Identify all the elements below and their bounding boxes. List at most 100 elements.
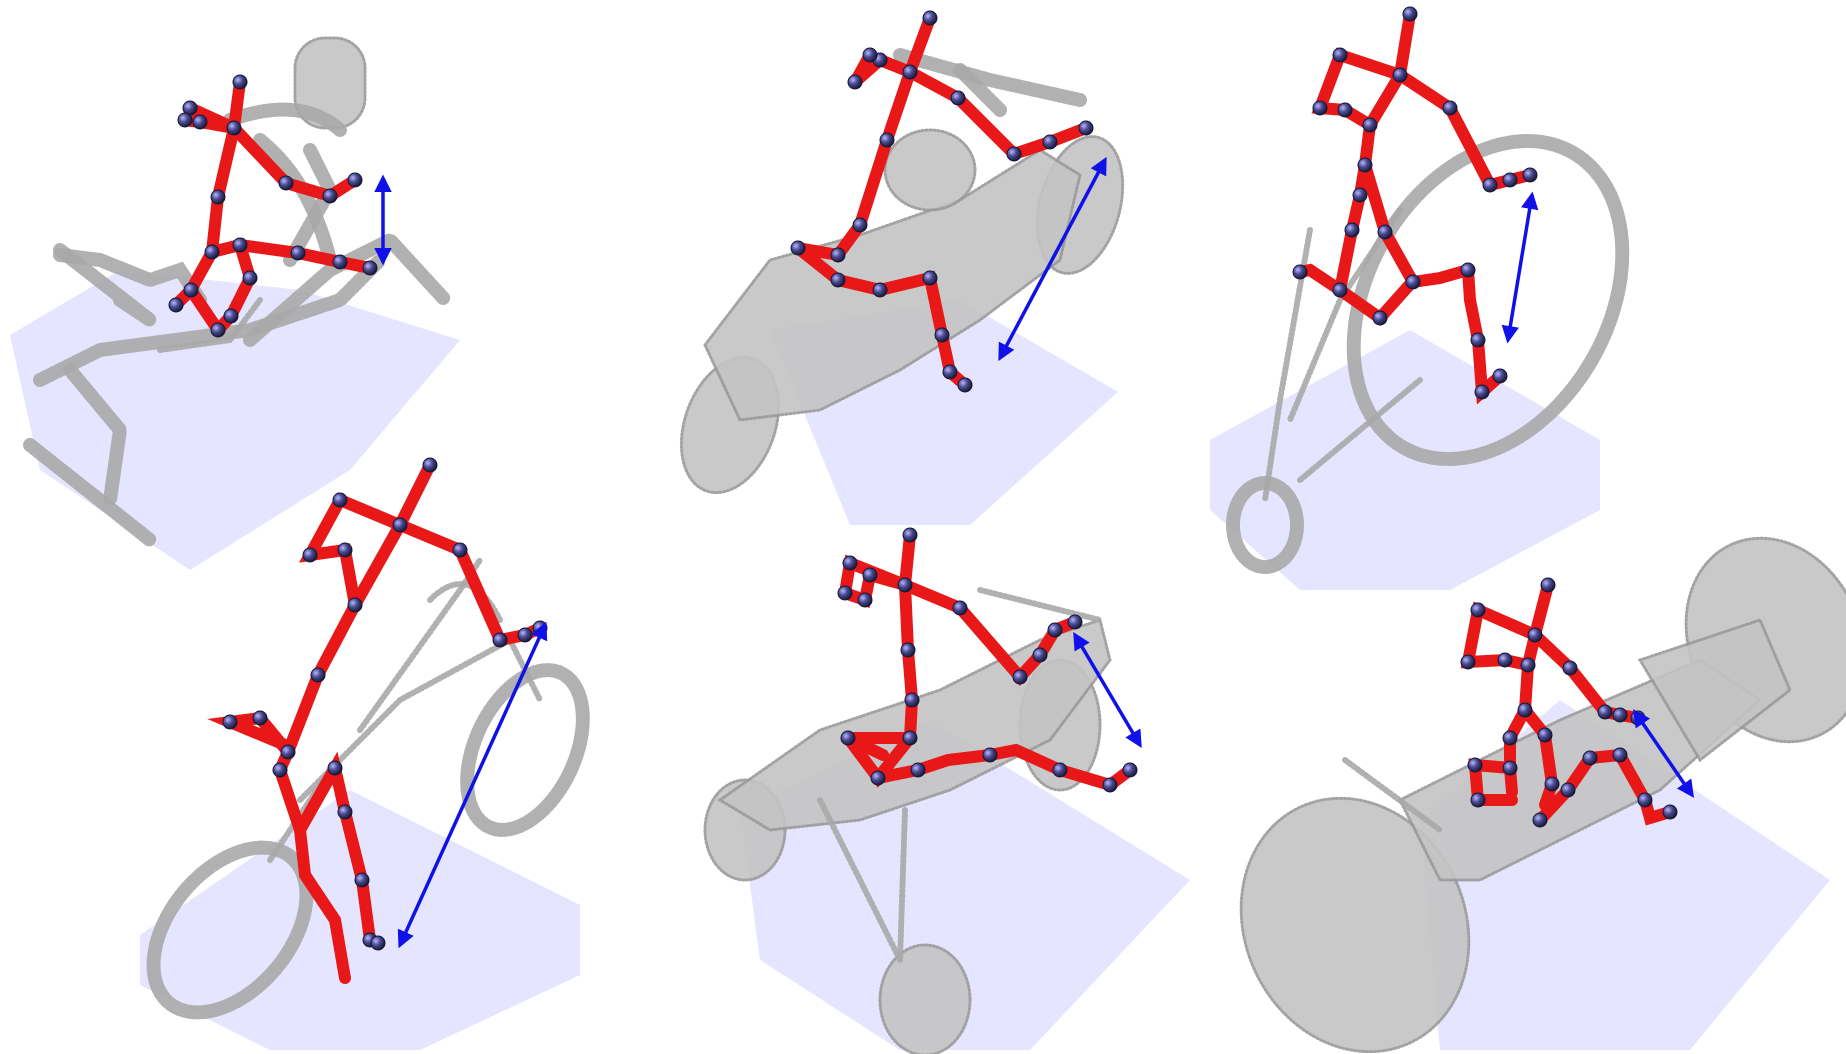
joint-marker <box>517 627 533 643</box>
reach-arrow <box>1501 191 1539 344</box>
joint-marker <box>837 585 853 601</box>
joint-marker <box>1527 627 1543 643</box>
skeleton-bone <box>1504 704 1531 798</box>
joint-marker <box>290 245 306 261</box>
joint-marker <box>982 747 998 763</box>
joint-marker <box>1474 384 1490 400</box>
joint-marker <box>934 327 950 343</box>
joint-marker <box>1402 6 1418 22</box>
joint-marker <box>830 272 846 288</box>
skeleton-bone <box>394 519 546 647</box>
panel-6 <box>1239 536 1846 1054</box>
joint-marker <box>332 254 348 270</box>
skeleton-bone <box>1394 69 1536 192</box>
joint-marker <box>1460 654 1476 670</box>
joint-marker <box>1470 332 1486 348</box>
joint-marker <box>1122 762 1138 778</box>
joint-marker <box>1540 577 1556 593</box>
joint-marker <box>1362 117 1378 133</box>
joint-marker <box>337 804 353 820</box>
joint-marker <box>492 632 508 648</box>
joint-marker <box>1522 167 1538 183</box>
joint-marker <box>252 710 268 726</box>
joint-marker <box>1612 747 1628 763</box>
panel-5 <box>703 527 1190 1054</box>
joint-marker <box>332 492 348 508</box>
joint-marker <box>1344 222 1360 238</box>
panel-4 <box>140 457 590 1050</box>
skeleton-bone <box>843 732 916 788</box>
joint-marker <box>1332 47 1348 63</box>
joint-marker <box>1502 172 1518 188</box>
reach-arrow <box>1633 709 1694 798</box>
joint-marker <box>1042 134 1058 150</box>
joint-marker <box>272 762 288 778</box>
joint-marker <box>392 517 408 533</box>
floor-plane <box>1210 330 1600 590</box>
joint-marker <box>322 188 338 204</box>
panel-2 <box>679 10 1125 525</box>
joint-marker <box>422 457 438 473</box>
joint-marker <box>223 308 239 324</box>
joint-marker <box>362 260 378 276</box>
joint-marker <box>1312 100 1328 116</box>
joint-marker <box>1482 177 1498 193</box>
joint-marker <box>302 547 318 563</box>
joint-marker <box>870 770 886 786</box>
skeleton-bone <box>184 102 336 202</box>
joint-marker <box>1012 669 1028 685</box>
joint-marker <box>1470 792 1486 808</box>
joint-marker <box>1637 792 1653 808</box>
joint-marker <box>210 189 226 205</box>
joint-marker <box>222 714 238 730</box>
joint-marker <box>232 74 248 90</box>
joint-marker <box>862 47 878 63</box>
joint-marker <box>310 667 326 683</box>
skeleton-bone <box>1359 159 1474 289</box>
joint-marker <box>942 364 958 380</box>
joint-marker <box>852 217 868 233</box>
joint-marker <box>183 282 199 298</box>
panel-1 <box>10 36 460 570</box>
joint-marker <box>897 577 913 593</box>
joint-marker <box>1612 707 1628 723</box>
skeleton-bone <box>274 764 351 984</box>
joint-marker <box>1357 157 1373 173</box>
joint-marker <box>1597 704 1613 720</box>
joint-marker <box>1102 777 1118 793</box>
joint-marker <box>1392 67 1408 83</box>
joint-marker <box>1032 647 1048 663</box>
joint-marker <box>1460 262 1476 278</box>
joints <box>837 527 1138 793</box>
joint-marker <box>842 555 858 571</box>
skeleton-bone <box>849 49 916 87</box>
joint-marker <box>1582 750 1598 766</box>
joint-marker <box>1502 760 1518 776</box>
joint-marker <box>347 597 363 613</box>
joint-marker <box>902 64 918 80</box>
joint-marker <box>910 762 926 778</box>
joint-marker <box>1502 730 1518 746</box>
joint-marker <box>370 935 386 951</box>
reach-arrow <box>998 156 1107 362</box>
joint-marker <box>1517 702 1533 718</box>
joint-marker <box>1405 274 1421 290</box>
joint-marker <box>1470 602 1486 618</box>
joint-marker <box>879 132 895 148</box>
skeleton-bone <box>207 711 294 758</box>
joint-marker <box>232 237 248 253</box>
joints <box>168 74 378 338</box>
joint-marker <box>952 600 968 616</box>
joint-marker <box>862 567 878 583</box>
joint-marker <box>922 10 938 26</box>
joint-marker <box>1352 187 1368 203</box>
joint-marker <box>872 282 888 298</box>
joint-marker <box>278 175 294 191</box>
joint-marker <box>830 247 846 263</box>
joint-marker <box>1442 100 1458 116</box>
joint-marker <box>452 542 468 558</box>
joint-marker <box>242 270 258 286</box>
skeleton-bone <box>1359 8 1416 171</box>
joint-marker <box>840 730 856 746</box>
